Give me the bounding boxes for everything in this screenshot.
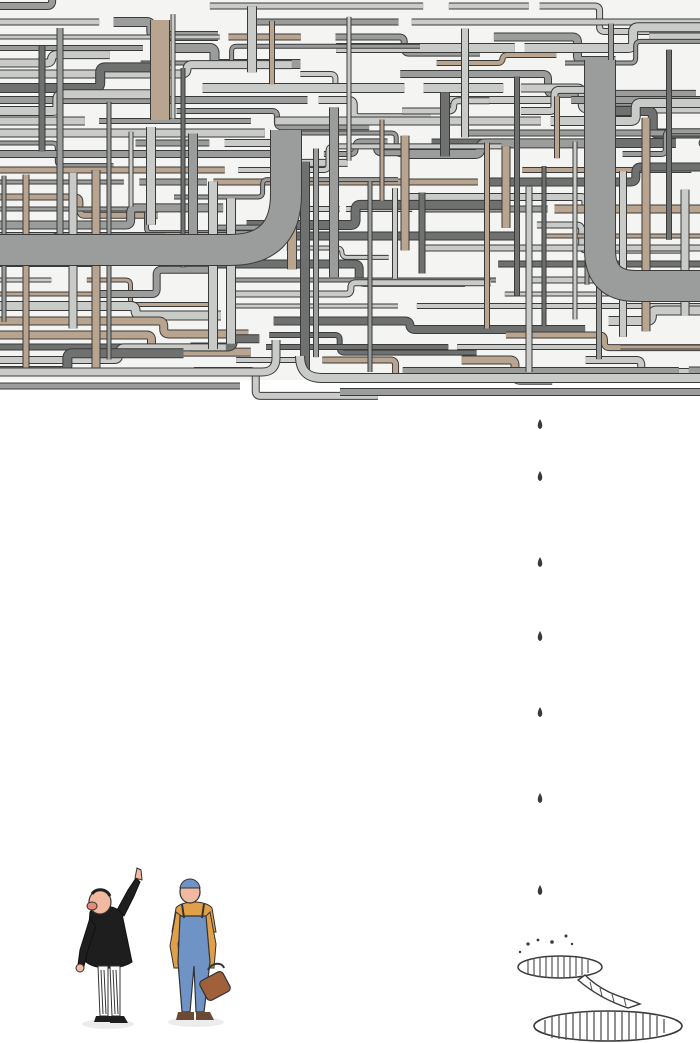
pipe — [550, 98, 700, 125]
pipe — [269, 333, 477, 355]
pipe — [0, 51, 110, 67]
pipe — [232, 280, 491, 297]
pipe — [0, 204, 224, 229]
pipe — [402, 98, 490, 114]
pipe — [0, 340, 280, 376]
puddle-lower-hatching — [544, 1011, 665, 1041]
water-drop — [537, 793, 543, 803]
water-drop — [537, 631, 543, 641]
pipe — [0, 302, 221, 320]
water-drop — [537, 557, 543, 567]
pipe — [296, 355, 700, 382]
businessman-legs — [97, 965, 121, 1017]
puddle — [517, 934, 683, 1042]
pipe — [174, 178, 398, 199]
pipe — [273, 317, 586, 333]
pipe — [246, 200, 508, 229]
pipe — [524, 23, 700, 52]
plumber-cap — [179, 878, 201, 889]
puddle-upper — [517, 955, 603, 979]
water-drop — [537, 419, 543, 429]
pipe — [585, 60, 700, 301]
plumber-figure — [168, 878, 231, 1027]
puddle-upper-hatching — [527, 956, 589, 978]
pipe — [0, 0, 56, 9]
pipe — [565, 39, 700, 65]
water-drops — [537, 419, 543, 895]
water-drop — [537, 885, 543, 895]
pipe — [97, 266, 211, 297]
splash — [518, 934, 574, 954]
toolbox — [199, 962, 231, 1002]
businessman-figure — [75, 867, 143, 1029]
pipe-maze — [0, 0, 700, 400]
businessman-arm-raised — [115, 877, 141, 917]
pipe — [0, 130, 301, 265]
pipe — [0, 63, 170, 92]
water-drop — [537, 471, 543, 481]
pipe — [0, 317, 249, 338]
pipe — [486, 163, 700, 186]
water-drop — [537, 707, 543, 717]
businessman-hand — [134, 867, 143, 881]
pipe — [436, 52, 557, 65]
